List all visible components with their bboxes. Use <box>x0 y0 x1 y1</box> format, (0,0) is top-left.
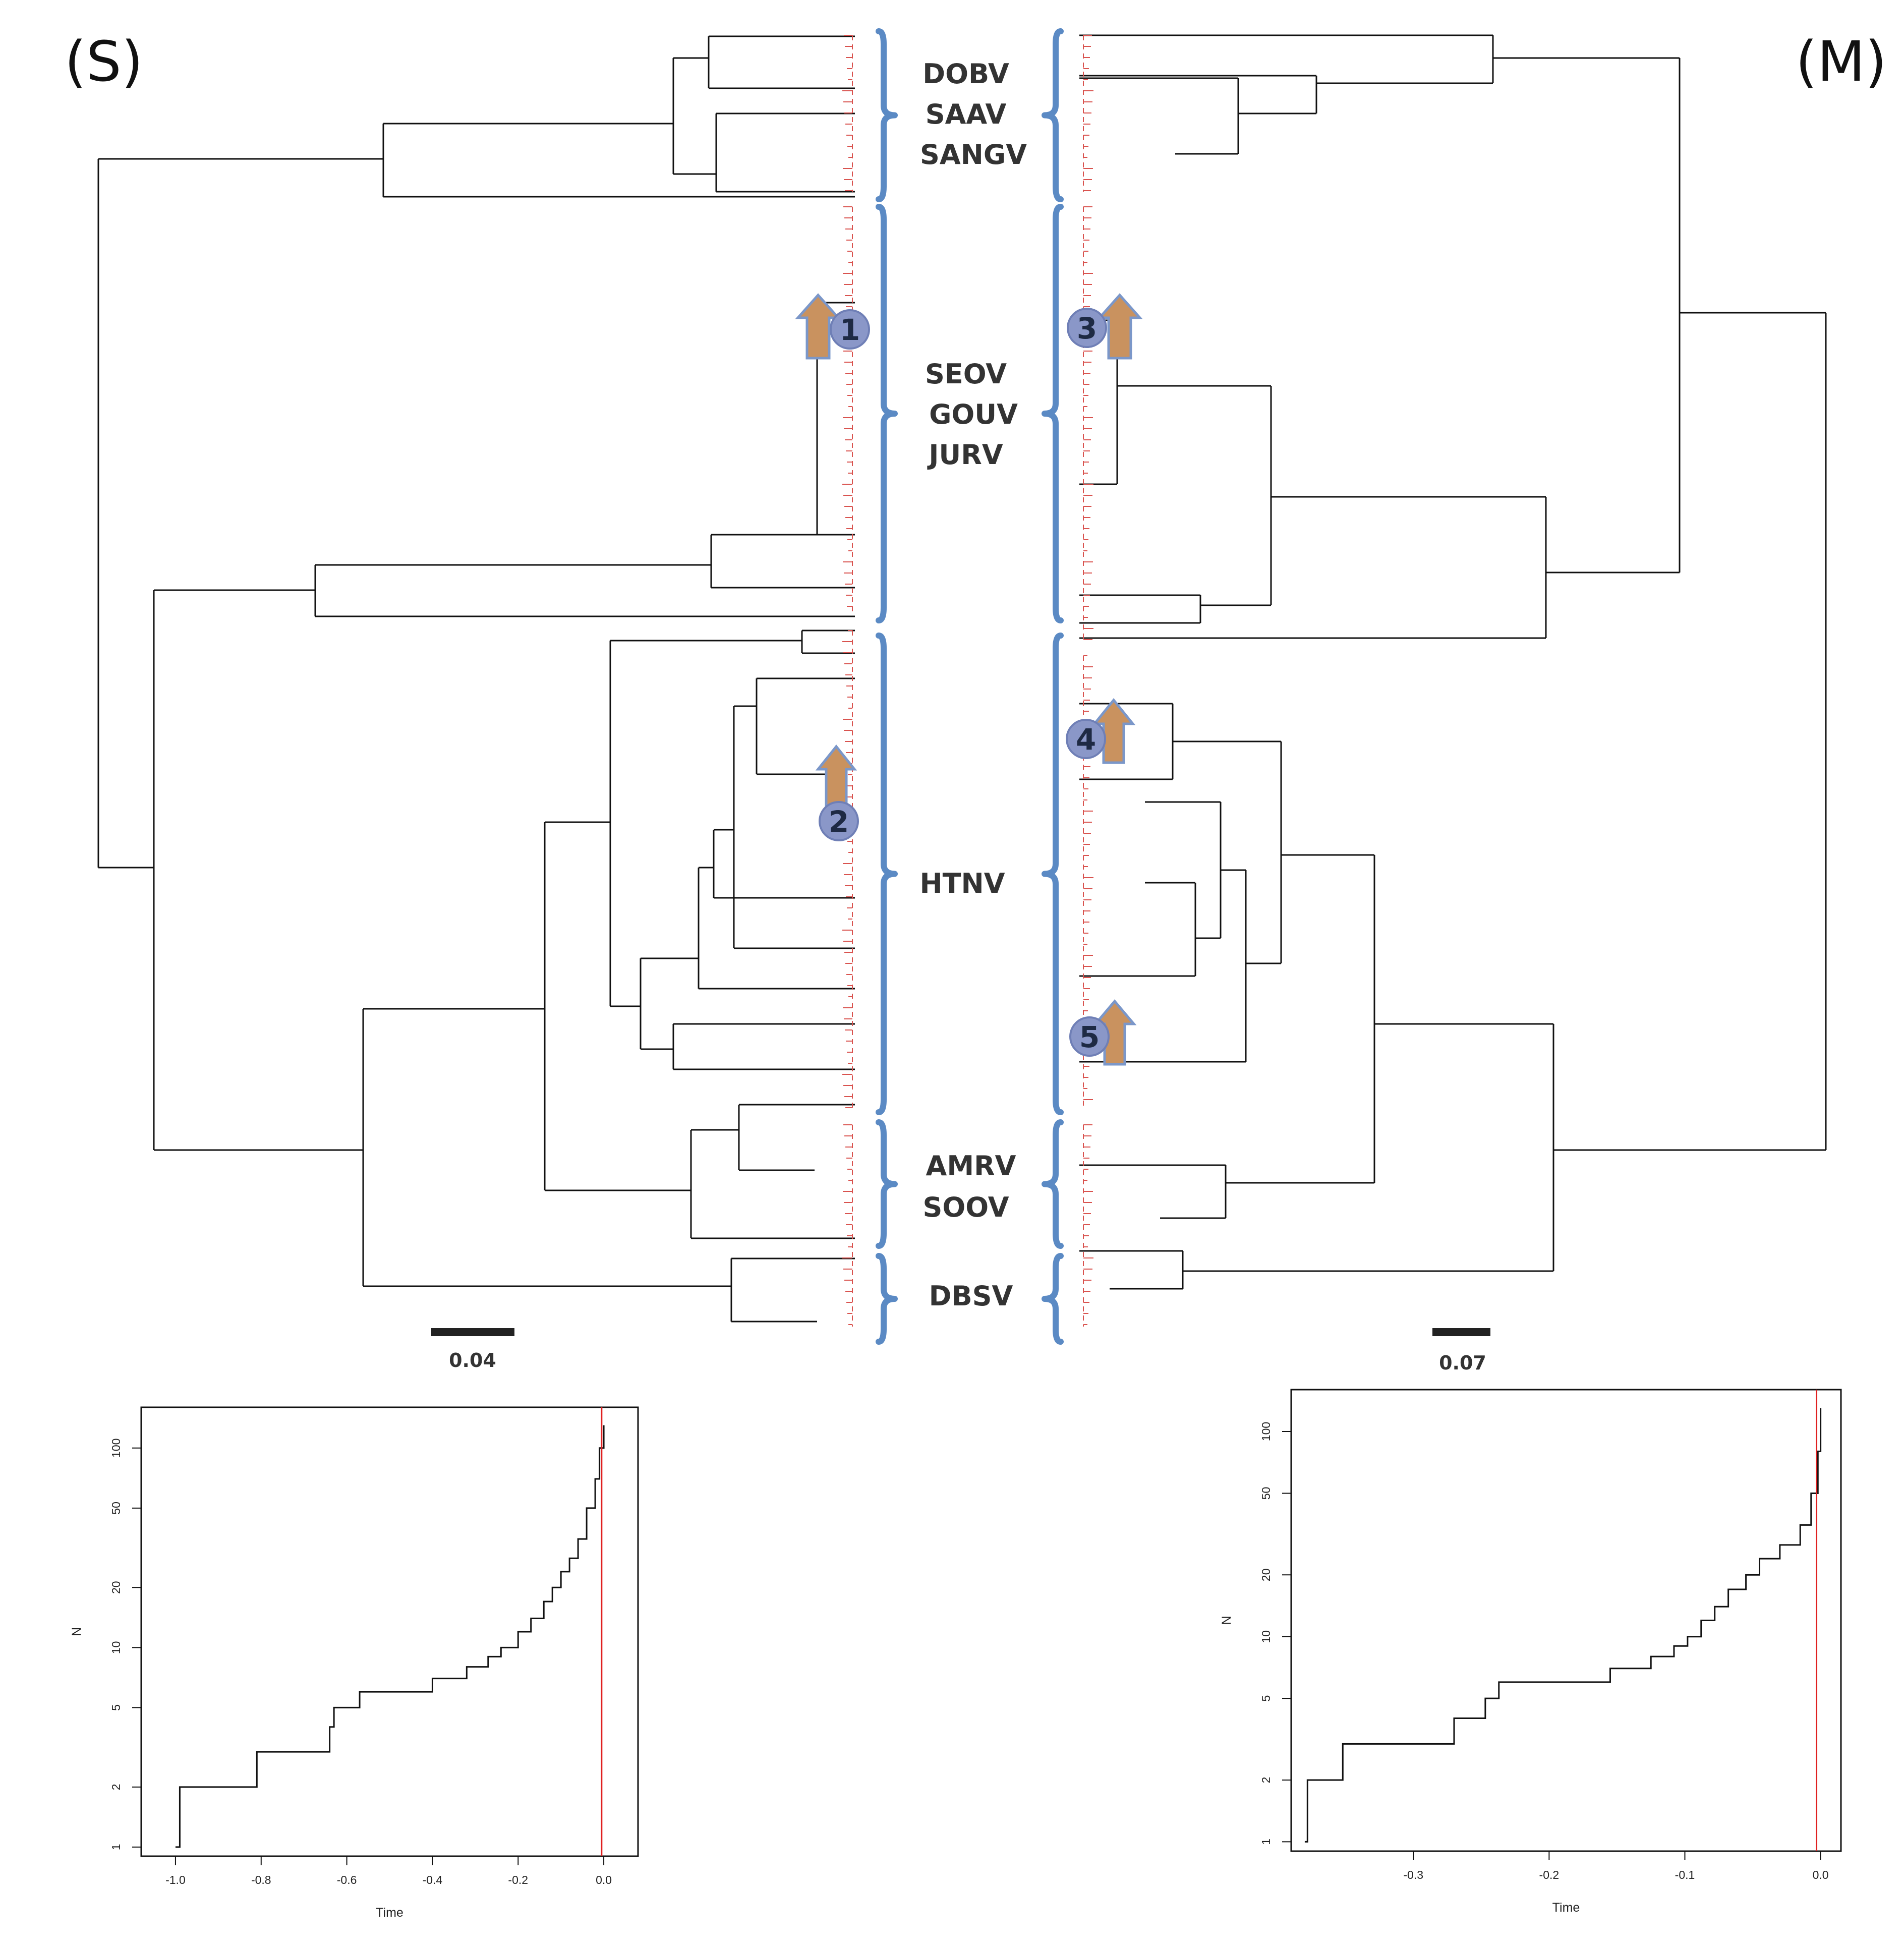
bracket-htnv-left <box>876 633 898 1115</box>
svg-text:0.04: 0.04 <box>449 1349 496 1371</box>
node-circle <box>1069 1016 1110 1057</box>
clade-label-htnv: HTNV <box>919 868 1005 899</box>
tip-branches <box>842 35 1093 1327</box>
y-tick-label: 50 <box>109 1502 123 1515</box>
up-arrow-icon <box>815 744 857 809</box>
y-tick-label: 5 <box>109 1704 123 1711</box>
y-tick-label: 20 <box>1259 1568 1273 1581</box>
ltt-step-line <box>175 1425 605 1848</box>
bracket-seov-left <box>876 204 898 623</box>
x-tick-label: -0.2 <box>508 1873 528 1886</box>
svg-text:AMRV: AMRV <box>926 1150 1016 1182</box>
bracket-dbsv-right <box>1042 1253 1064 1345</box>
x-tick-label: -0.1 <box>1675 1868 1695 1881</box>
clade-label-dobv: DOBV SAAV SANGV <box>920 58 1027 170</box>
scale-bar-right: 0.07 <box>1432 1328 1490 1374</box>
y-tick-label: 100 <box>109 1439 123 1458</box>
node-circle <box>830 309 870 350</box>
clade-brackets <box>876 28 1064 1345</box>
svg-text:DOBV: DOBV <box>922 58 1009 90</box>
node-marker-1: 1 <box>795 293 870 360</box>
clade-label-seov: SEOV GOUV JURV <box>925 358 1018 471</box>
plot-frame <box>1290 1389 1842 1852</box>
s-segment-tree <box>97 35 855 1323</box>
svg-text:JURV: JURV <box>927 439 1003 471</box>
node-circle <box>1067 308 1107 348</box>
y-tick-label: 10 <box>1259 1630 1273 1643</box>
y-tick-label: 5 <box>1259 1695 1273 1702</box>
y-axis-title: N <box>1220 1616 1234 1625</box>
bracket-dobv-left <box>876 28 898 202</box>
y-axis-title: N <box>70 1627 84 1636</box>
y-tick-label: 50 <box>1259 1487 1273 1500</box>
node-circle <box>1066 719 1106 759</box>
node-marker-5: 5 <box>1069 999 1137 1066</box>
svg-text:SOOV: SOOV <box>922 1191 1009 1223</box>
y-tick-label: 20 <box>109 1581 123 1594</box>
y-tick-label: 1 <box>1259 1839 1273 1845</box>
svg-text:1: 1 <box>840 313 860 347</box>
y-tick-label: 100 <box>1259 1422 1273 1441</box>
svg-text:4: 4 <box>1076 722 1096 757</box>
svg-text:DBSV: DBSV <box>929 1280 1013 1312</box>
bracket-amrv-right <box>1042 1119 1064 1249</box>
svg-text:SEOV: SEOV <box>925 358 1007 390</box>
x-axis-title: Time <box>1552 1901 1580 1915</box>
bracket-dbsv-left <box>876 1253 898 1345</box>
scale-bar-left: 0.04 <box>431 1328 514 1371</box>
y-tick-label: 2 <box>1259 1777 1273 1784</box>
y-tick-label: 2 <box>109 1784 123 1790</box>
x-tick-label: -1.0 <box>165 1873 186 1886</box>
x-tick-label: -0.2 <box>1539 1868 1560 1881</box>
x-tick-label: 0.0 <box>1813 1868 1829 1881</box>
up-arrow-icon <box>795 293 841 360</box>
y-tick-label: 1 <box>109 1844 123 1851</box>
svg-text:2: 2 <box>829 805 849 839</box>
clade-label-amrv: AMRV SOOV <box>922 1150 1016 1223</box>
bracket-amrv-left <box>876 1119 898 1249</box>
up-arrow-icon <box>1097 293 1143 360</box>
bracket-seov-right <box>1042 204 1064 623</box>
ltt-step-line <box>1304 1408 1822 1843</box>
node-circle <box>819 801 859 841</box>
x-tick-label: -0.4 <box>423 1873 443 1886</box>
x-tick-label: -0.3 <box>1403 1868 1423 1881</box>
svg-text:5: 5 <box>1079 1020 1100 1054</box>
svg-text:0.07: 0.07 <box>1439 1352 1486 1374</box>
panel-tag-m: (M) <box>1796 29 1887 94</box>
plot-frame <box>140 1406 639 1857</box>
bracket-htnv-right <box>1042 633 1064 1115</box>
node-marker-2: 2 <box>815 744 859 841</box>
x-tick-label: -0.6 <box>337 1873 357 1886</box>
x-axis-title: Time <box>376 1906 403 1920</box>
panel-tag-s: (S) <box>65 29 143 94</box>
svg-text:GOUV: GOUV <box>929 398 1018 430</box>
svg-text:3: 3 <box>1077 311 1097 346</box>
svg-text:SANGV: SANGV <box>920 139 1027 170</box>
svg-text:SAAV: SAAV <box>926 98 1007 130</box>
bracket-dobv-right <box>1042 28 1064 202</box>
x-tick-label: -0.8 <box>251 1873 271 1886</box>
node-marker-4: 4 <box>1066 698 1136 764</box>
node-marker-3: 3 <box>1067 293 1143 360</box>
svg-text:HTNV: HTNV <box>919 868 1005 899</box>
m-segment-tree <box>1079 34 1827 1290</box>
clade-label-dbsv: DBSV <box>929 1280 1013 1312</box>
x-tick-label: 0.0 <box>596 1873 612 1886</box>
y-tick-label: 10 <box>109 1641 123 1654</box>
